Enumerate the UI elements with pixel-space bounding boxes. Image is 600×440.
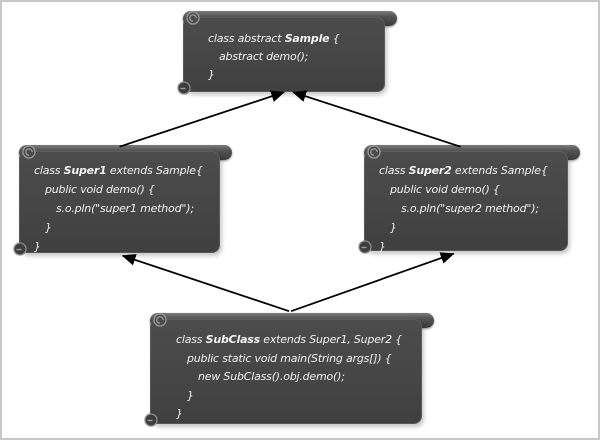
class-box-super1: class Super1 extends Sample{ public void… xyxy=(13,145,232,256)
scroll-curl-icon xyxy=(177,81,191,95)
class-box-sample: class abstract Sample { abstract demo();… xyxy=(177,11,397,95)
inheritance-arrow-subclass-to-super1 xyxy=(121,254,290,313)
scroll-curl-icon xyxy=(186,11,200,25)
scroll-curl-icon xyxy=(22,145,36,159)
class-box-super2: class Super2 extends Sample{ public void… xyxy=(358,145,580,254)
code-text: extends Sample{ xyxy=(106,164,203,177)
code-line: } xyxy=(34,237,220,256)
scroll-curl-icon xyxy=(367,145,381,159)
code-line: class Super1 extends Sample{ xyxy=(34,161,220,180)
code-line: s.o.pln("super2 method"); xyxy=(379,199,568,218)
code-block-super2: class Super2 extends Sample{ public void… xyxy=(364,160,568,256)
code-line: } xyxy=(379,237,568,256)
code-text: abstract demo(); xyxy=(219,50,309,63)
code-text: new SubClass().obj.demo(); xyxy=(198,370,345,383)
code-text: public static void main(String args[]) { xyxy=(187,351,392,365)
code-text: s.o.pln("super2 method"); xyxy=(401,202,539,215)
code-block-sample: class abstract Sample { abstract demo();… xyxy=(183,26,385,84)
inheritance-arrow-subclass-to-super2 xyxy=(290,252,455,313)
inheritance-arrow-super1-to-sample xyxy=(119,90,286,148)
class-name: Sample xyxy=(284,32,330,45)
inheritance-arrow-super2-to-sample xyxy=(292,90,461,148)
code-line: } xyxy=(176,387,422,406)
scroll-body xyxy=(150,319,422,424)
code-text: class xyxy=(379,164,409,177)
code-text: } xyxy=(45,221,52,234)
code-line: abstract demo(); xyxy=(208,48,385,66)
code-text: } xyxy=(379,240,386,253)
code-text: { xyxy=(329,32,340,45)
code-text: class xyxy=(34,164,64,177)
code-line: } xyxy=(208,66,385,84)
code-block-super1: class Super1 extends Sample{ public void… xyxy=(19,160,220,256)
scroll-curl-icon xyxy=(358,240,372,254)
class-name: Super1 xyxy=(63,164,107,177)
code-line: s.o.pln("super1 method"); xyxy=(34,199,220,218)
code-line: class SubClass extends Super1, Super2 { xyxy=(176,331,422,350)
code-text: extends Super1, Super2 { xyxy=(260,333,402,346)
code-line: class Super2 extends Sample{ xyxy=(379,161,568,180)
code-text: s.o.pln("super1 method"); xyxy=(56,202,194,215)
class-name: Super2 xyxy=(408,164,452,177)
code-text: } xyxy=(390,221,397,234)
code-text: } xyxy=(208,68,215,81)
code-line: } xyxy=(379,218,568,237)
scroll-body xyxy=(183,17,385,92)
code-text: } xyxy=(187,388,194,402)
code-line: public static void main(String args[]) { xyxy=(176,350,422,369)
code-line: } xyxy=(176,405,422,424)
code-text: } xyxy=(176,407,183,420)
scroll-body xyxy=(19,151,220,253)
code-text: class abstract xyxy=(208,32,285,45)
code-text: public void demo() { xyxy=(45,183,155,196)
scroll-curl-icon xyxy=(13,242,27,256)
class-name: SubClass xyxy=(205,333,261,346)
code-text: public void demo() { xyxy=(390,183,500,196)
code-text: extends Sample{ xyxy=(451,164,548,177)
code-line: public void demo() { xyxy=(34,180,220,199)
scroll-body xyxy=(364,151,568,251)
code-line: new SubClass().obj.demo(); xyxy=(176,368,422,387)
code-text: class xyxy=(176,333,206,346)
code-block-subclass: class SubClass extends Super1, Super2 { … xyxy=(150,328,422,424)
scroll-curl-icon xyxy=(153,313,167,327)
class-box-subclass: class SubClass extends Super1, Super2 { … xyxy=(144,313,434,427)
code-line: public void demo() { xyxy=(379,180,568,199)
code-line: class abstract Sample { xyxy=(208,30,385,48)
code-line: } xyxy=(34,218,220,237)
code-text: } xyxy=(34,240,41,253)
scroll-curl-icon xyxy=(144,413,158,427)
